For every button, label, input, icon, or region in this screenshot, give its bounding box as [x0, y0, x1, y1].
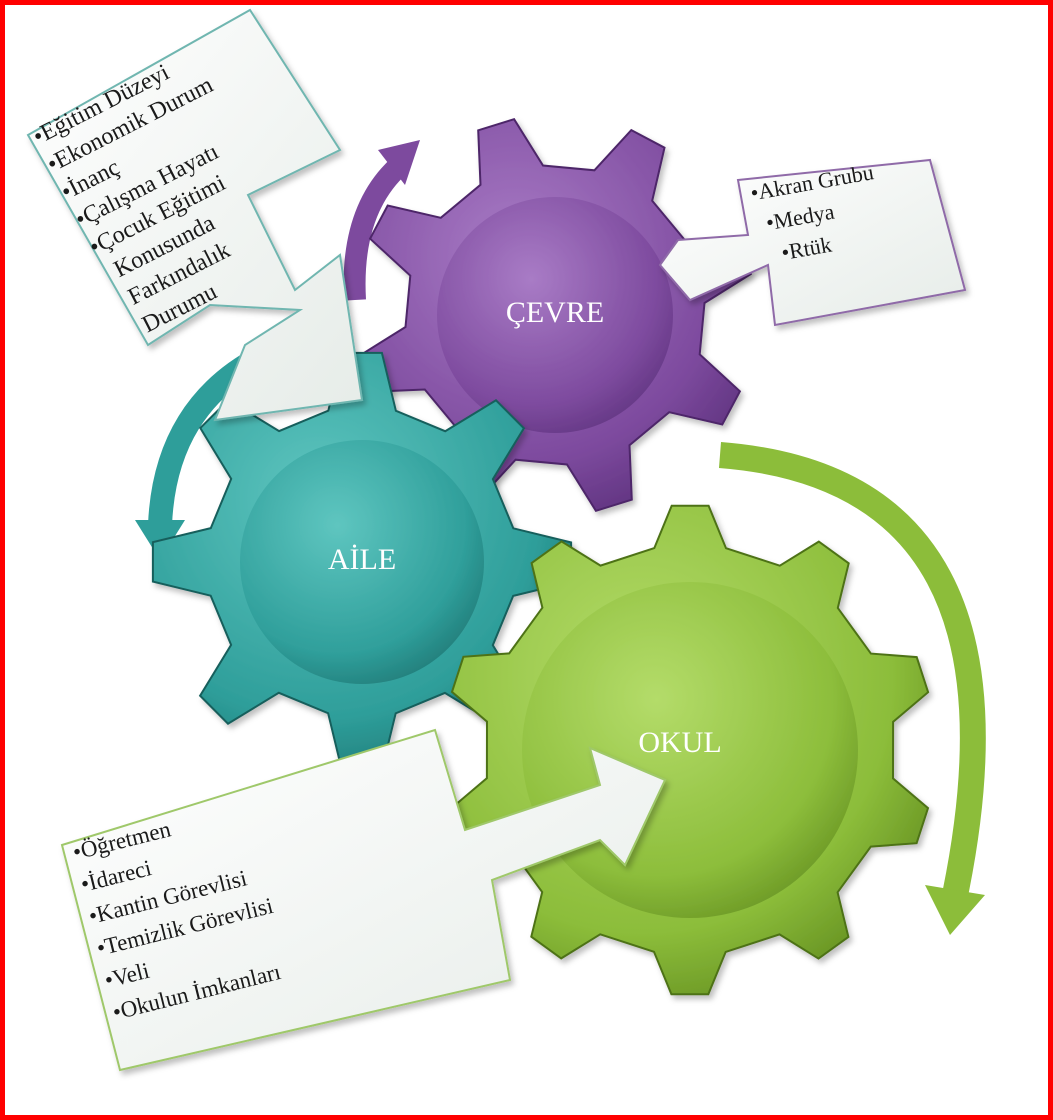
okul-factors-callout	[60, 728, 667, 1072]
cevre-factors-callout	[658, 158, 967, 327]
aile-factors-callout	[26, 8, 364, 422]
gear-aile-label: AİLE	[328, 543, 396, 576]
curved-arrow-purple	[343, 140, 420, 301]
gear-cevre: ÇEVRE	[358, 118, 752, 512]
gear-cevre-label: ÇEVRE	[506, 296, 604, 329]
curved-arrow-green	[718, 442, 986, 935]
gear-okul-label: OKUL	[638, 726, 721, 759]
